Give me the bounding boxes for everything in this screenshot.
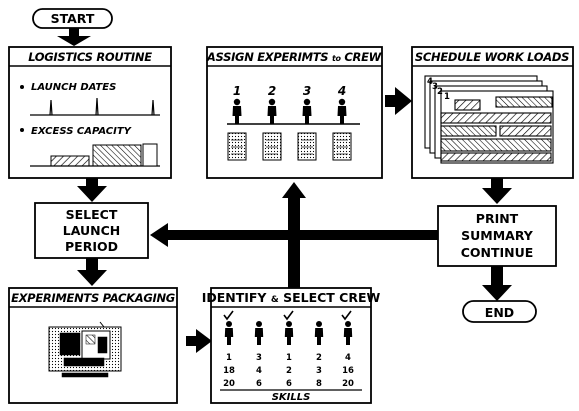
launch-dates-spikes — [30, 97, 160, 116]
logistics-title: LOGISTICS ROUTINE — [28, 50, 152, 64]
candidate-figure-icon — [254, 321, 264, 345]
skill-value: 6 — [256, 379, 262, 389]
schedule-sheets — [424, 75, 554, 164]
experiment-doc-icon — [297, 132, 317, 161]
crew-number-1: 1 — [233, 84, 241, 98]
skill-value: 6 — [286, 379, 292, 389]
experiment-doc-icon — [227, 132, 247, 161]
crew-figure-icon — [302, 98, 312, 124]
skill-value: 8 — [316, 379, 322, 389]
bullet-launch-dates — [20, 85, 24, 89]
schedule-work-loads-box: SCHEDULE WORK LOADS 4 3 2 1 — [411, 46, 574, 179]
candidate-figure-icon — [314, 321, 324, 345]
spacecraft-module-image — [48, 321, 122, 378]
skill-value: 4 — [345, 353, 351, 363]
select-line2: LAUNCH — [63, 223, 121, 238]
skill-value: 3 — [316, 366, 322, 376]
skill-value: 20 — [223, 379, 235, 389]
skills-table: 1 3 1 2 4 18 4 2 3 16 20 6 6 8 20 — [223, 353, 354, 389]
sheet-number-3: 3 — [432, 82, 438, 92]
experiments-packaging-box: EXPERIMENTS PACKAGING — [8, 287, 178, 404]
skill-value: 4 — [256, 366, 262, 376]
sheet-number-2: 2 — [437, 87, 443, 97]
check-icon — [283, 310, 294, 321]
skill-value: 1 — [286, 353, 292, 363]
crew-figure-icon — [232, 98, 242, 124]
bullet-excess-capacity — [20, 128, 24, 132]
logistics-routine-box: LOGISTICS ROUTINE LAUNCH DATES EXCESS CA… — [8, 46, 172, 179]
schedule-title: SCHEDULE WORK LOADS — [415, 50, 569, 64]
skill-value: 1 — [226, 353, 232, 363]
launch-dates-label: LAUNCH DATES — [31, 82, 116, 93]
select-line1: SELECT — [66, 207, 118, 222]
skill-value: 3 — [256, 353, 262, 363]
experiment-doc-icon — [262, 132, 282, 161]
print-line3: CONTINUE — [461, 245, 534, 260]
crew-figure-icon — [337, 98, 347, 124]
crew-number-3: 3 — [303, 84, 311, 98]
candidate-figure-icon — [343, 321, 353, 345]
end-label: END — [485, 305, 514, 320]
start-label: START — [51, 11, 95, 26]
excess-capacity-bars — [30, 143, 160, 167]
crew-number-4: 4 — [337, 84, 346, 98]
print-summary-box: PRINT SUMMARY CONTINUE — [437, 205, 557, 267]
start-terminator: START — [32, 8, 113, 29]
crew-number-2: 2 — [268, 84, 276, 98]
check-icon — [341, 310, 352, 321]
skills-label: SKILLS — [272, 392, 311, 403]
excess-capacity-label: EXCESS CAPACITY — [31, 126, 133, 137]
connectors — [57, 27, 512, 353]
packaging-title: EXPERIMENTS PACKAGING — [11, 291, 175, 305]
skill-value: 2 — [286, 366, 292, 376]
skill-value: 20 — [342, 379, 354, 389]
candidate-figure-icon — [224, 321, 234, 345]
select-launch-period-box: SELECT LAUNCH PERIOD — [34, 202, 149, 259]
sheet-number-4: 4 — [427, 77, 433, 87]
skill-value: 18 — [223, 366, 235, 376]
assign-experiments-box: ASSIGN EXPERIMTS to CREW 1 2 3 4 — [206, 46, 383, 179]
print-line2: SUMMARY — [461, 228, 534, 243]
print-line1: PRINT — [476, 211, 519, 226]
identify-title: IDENTIFY & SELECT CREW — [202, 290, 381, 305]
candidate-figure-icon — [284, 321, 294, 345]
select-line3: PERIOD — [65, 239, 118, 254]
crew-figure-icon — [267, 98, 277, 124]
sheet-number-1: 1 — [444, 92, 450, 102]
crew-figures — [232, 98, 347, 124]
skill-value: 2 — [316, 353, 322, 363]
candidate-checkmarks — [223, 310, 352, 321]
identify-select-crew-box: IDENTIFY & SELECT CREW 1 3 1 2 4 18 4 2 … — [202, 287, 381, 404]
skill-value: 16 — [342, 366, 354, 376]
check-icon — [223, 310, 234, 321]
experiment-doc-icon — [332, 132, 352, 161]
assign-title: ASSIGN EXPERIMTS to CREW — [206, 50, 383, 64]
end-terminator: END — [462, 300, 537, 323]
candidate-figures — [224, 321, 353, 345]
